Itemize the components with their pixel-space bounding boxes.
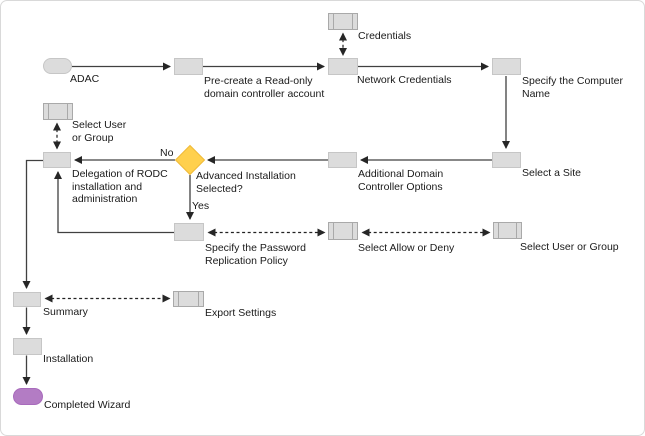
export-settings-node	[173, 291, 204, 307]
select-allow-or-deny-node	[328, 222, 358, 240]
specify-computer-name-label: Specify the Computer Name	[522, 75, 623, 100]
branch-label-yes: Yes	[192, 200, 210, 212]
connector-password-policy-to-delegation	[54, 171, 174, 234]
select-user-or-group-top-label: Select User or Group	[72, 119, 127, 144]
additional-dc-options-node	[328, 152, 357, 168]
delegation-rodc-label: Delegation of RODC installation and admi…	[72, 168, 168, 205]
completed-wizard-label: Completed Wizard	[44, 399, 131, 411]
select-user-or-group-top-node	[43, 103, 73, 120]
branch-label-no: No	[160, 147, 174, 159]
adac-label: ADAC	[70, 73, 100, 85]
select-a-site-node	[492, 152, 521, 168]
select-user-or-group-right-node	[493, 222, 522, 239]
summary-label: Summary	[43, 306, 88, 318]
installation-label: Installation	[43, 353, 94, 365]
connector-delegation-to-summary	[22, 159, 43, 289]
specify-password-policy-label: Specify the Password Replication Policy	[205, 242, 306, 267]
specify-computer-name-node	[492, 58, 521, 75]
adac-start-node	[43, 58, 72, 74]
installation-node	[13, 338, 42, 355]
select-a-site-label: Select a Site	[522, 167, 581, 179]
advanced-installation-label: Advanced Installation Selected?	[196, 170, 296, 195]
credentials-subprocess-node	[328, 13, 358, 30]
summary-node	[13, 292, 41, 307]
completed-wizard-end-node	[13, 388, 43, 405]
select-user-or-group-right-label: Select User or Group	[520, 241, 619, 253]
network-credentials-label: Network Credentials	[357, 74, 452, 86]
additional-dc-options-label: Additional Domain Controller Options	[358, 168, 444, 193]
network-credentials-node	[328, 58, 358, 75]
advanced-installation-decision-shape	[174, 144, 206, 176]
select-allow-or-deny-label: Select Allow or Deny	[358, 242, 455, 254]
specify-password-policy-node	[174, 223, 204, 241]
credentials-label: Credentials	[358, 30, 412, 42]
delegation-rodc-node	[43, 152, 71, 168]
export-settings-label: Export Settings	[205, 307, 277, 319]
pre-create-account-label: Pre-create a Read-only domain controller…	[204, 75, 325, 100]
pre-create-account-node	[174, 58, 203, 75]
